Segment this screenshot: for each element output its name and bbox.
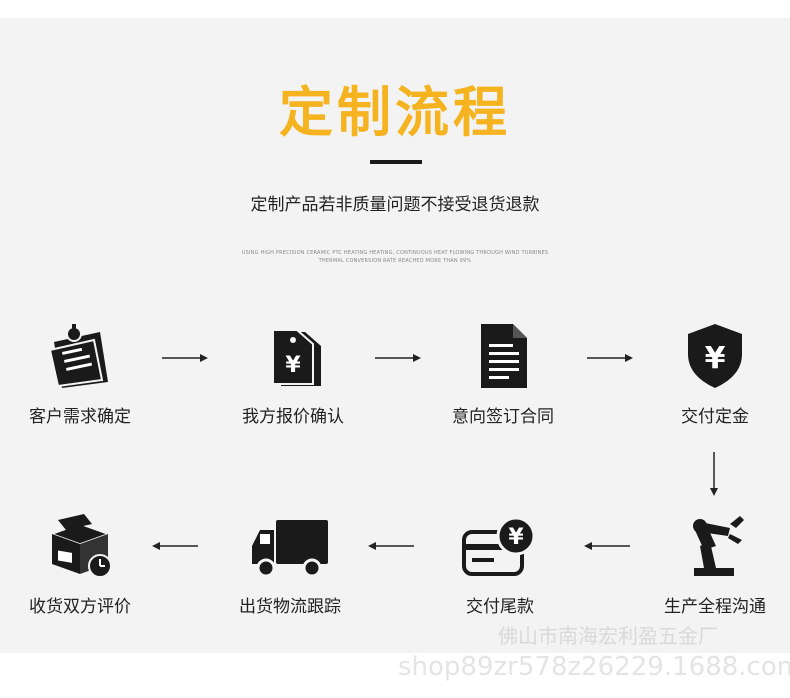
content-panel	[0, 18, 790, 653]
step-quotation: ¥ 我方报价确认	[218, 320, 368, 427]
step-label: 生产全程沟通	[664, 597, 766, 617]
step-label: 客户需求确定	[29, 407, 131, 427]
step-evaluation: 收货双方评价	[5, 512, 155, 617]
step-label: 我方报价确认	[242, 407, 344, 427]
svg-text:¥: ¥	[705, 341, 726, 376]
robot-arm-icon	[693, 516, 744, 576]
package-clock-icon	[49, 514, 112, 578]
page-title: 定制流程	[279, 81, 511, 144]
truck-icon	[252, 520, 328, 578]
yen-shield-icon: ¥	[688, 324, 742, 388]
arrow-down-icon	[710, 452, 718, 496]
shop-url-watermark: shop89zr578z26229.1688.com	[398, 652, 790, 682]
step-logistics: 出货物流跟踪	[215, 512, 365, 617]
arrow-left-icon	[368, 542, 414, 550]
arrow-left-icon	[584, 542, 630, 550]
title-underline	[370, 160, 422, 164]
step-label: 交付定金	[681, 407, 749, 427]
arrow-right-icon	[162, 354, 208, 362]
step-label: 交付尾款	[466, 597, 534, 617]
clipboard-icon	[48, 324, 108, 388]
step-final-payment: ¥ 交付尾款	[425, 512, 575, 617]
contract-icon	[481, 324, 527, 388]
fine-print-line-2: THERMAL CONVERSION RATE REACHED MORE THA…	[318, 258, 472, 264]
arrow-left-icon	[152, 542, 198, 550]
yen-card-icon: ¥	[462, 516, 536, 576]
svg-text:¥: ¥	[508, 525, 524, 550]
step-label: 意向签订合同	[452, 407, 554, 427]
step-label: 出货物流跟踪	[239, 597, 341, 617]
step-requirements: 客户需求确定	[5, 320, 155, 427]
arrow-right-icon	[375, 354, 421, 362]
fine-print-line-1: USING HIGH PRECISION CERAMIC PTC HEATING…	[241, 250, 549, 256]
step-production: 生产全程沟通	[640, 512, 790, 617]
step-deposit: ¥ 交付定金	[640, 320, 790, 427]
arrow-right-icon	[587, 354, 633, 362]
page-subtitle: 定制产品若非质量问题不接受退货退款	[250, 195, 540, 215]
shop-name-watermark: 佛山市南海宏利盈五金厂	[498, 624, 718, 648]
step-contract: 意向签订合同	[428, 320, 578, 427]
step-label: 收货双方评价	[29, 597, 131, 617]
svg-text:¥: ¥	[285, 353, 301, 378]
price-tag-icon: ¥	[272, 329, 321, 386]
